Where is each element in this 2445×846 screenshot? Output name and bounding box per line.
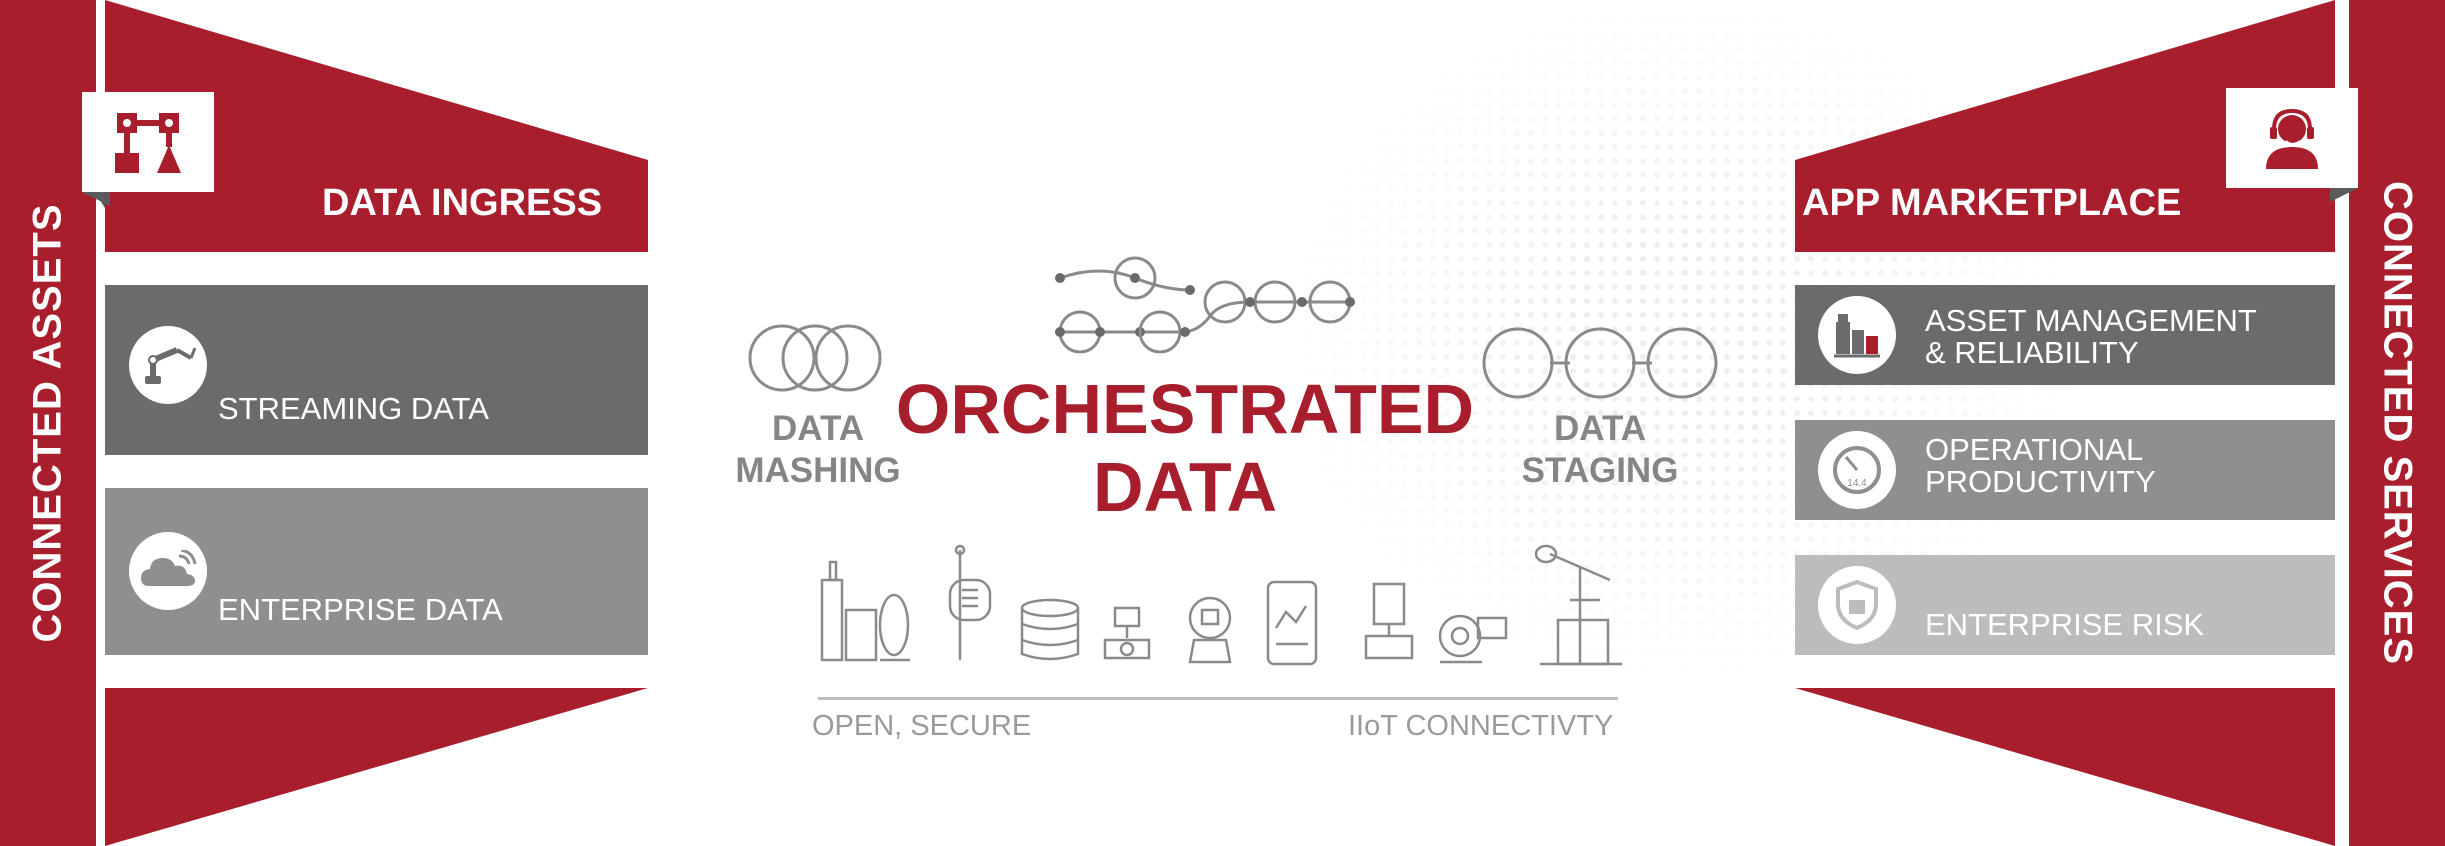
operational-productivity-label: OPERATIONAL PRODUCTIVITY <box>1925 434 2156 498</box>
meter-icon <box>948 544 992 660</box>
open-secure-label: OPEN, SECURE <box>812 710 1032 742</box>
right-card-fold <box>2330 188 2358 202</box>
title-line2: DATA <box>1092 448 1278 526</box>
operational-productivity-box: 14.4 OPERATIONAL PRODUCTIVITY <box>1795 420 2335 520</box>
gauge-value: 14.4 <box>1847 478 1867 489</box>
shield-icon <box>1818 566 1896 644</box>
streaming-data-label: STREAMING DATA <box>218 391 489 426</box>
database-icon <box>1020 598 1080 661</box>
support-agent-icon <box>2226 88 2358 188</box>
connected-assets-bar: CONNECTED ASSETS <box>0 0 96 846</box>
data-mashing-rings-icon <box>748 324 882 392</box>
robot-arm-icon <box>129 326 207 404</box>
data-mashing-line2: MASHING <box>735 451 901 490</box>
app-marketplace-title: APP MARKETPLACE <box>1802 182 2182 224</box>
asset-management-label: ASSET MANAGEMENT & RELIABILITY <box>1925 305 2257 369</box>
enterprise-risk-box: ENTERPRISE RISK <box>1795 555 2335 655</box>
data-ingress-band-top <box>105 0 648 252</box>
equipment-icon-row <box>820 544 1622 666</box>
data-ingress-band-bottom <box>105 688 648 846</box>
operational-productivity-line1: OPERATIONAL <box>1925 432 2144 467</box>
asset-management-box: ASSET MANAGEMENT & RELIABILITY <box>1795 285 2335 385</box>
left-card-fold <box>82 192 110 206</box>
enterprise-data-label: ENTERPRISE DATA <box>218 592 503 627</box>
data-chain-icon <box>1055 256 1355 354</box>
data-ingress-title: DATA INGRESS <box>322 182 603 224</box>
app-marketplace-band-bottom <box>1795 688 2335 846</box>
pumpjack-icon <box>1534 544 1622 666</box>
connection-nodes-icon <box>82 92 214 192</box>
connected-services-bar: CONNECTED SERVICES <box>2349 0 2445 846</box>
operational-productivity-line2: PRODUCTIVITY <box>1925 464 2156 499</box>
enterprise-risk-line2: ENTERPRISE RISK <box>1925 607 2205 642</box>
gauge-icon: 14.4 <box>1818 431 1896 509</box>
asset-management-line1: ASSET MANAGEMENT <box>1925 303 2257 338</box>
enterprise-data-box: ENTERPRISE DATA <box>105 488 648 655</box>
data-mashing-label: DATA MASHING <box>727 408 909 492</box>
streaming-data-box: STREAMING DATA <box>105 285 648 455</box>
actuator-valve-icon <box>1364 582 1414 660</box>
turbine-icon <box>1438 614 1508 664</box>
transmitter-icon <box>1188 596 1232 664</box>
data-staging-line2: STAGING <box>1521 451 1679 490</box>
app-marketplace-funnel <box>1795 0 2335 846</box>
machinery-icon <box>1818 296 1896 374</box>
factory-icon <box>820 560 910 662</box>
iiot-connectivity-label: IIoT CONNECTIVTY <box>1348 710 1614 742</box>
data-staging-label: DATA STAGING <box>1510 408 1690 492</box>
data-staging-rings-icon <box>1482 327 1718 399</box>
connected-services-label: CONNECTED SERVICES <box>2375 180 2420 666</box>
enterprise-risk-label: ENTERPRISE RISK <box>1925 577 2204 641</box>
footer-divider <box>818 697 1618 700</box>
app-marketplace-band-top <box>1795 0 2335 252</box>
data-mashing-line1: DATA <box>771 409 864 448</box>
tablet-icon <box>1266 580 1318 666</box>
asset-management-line2: & RELIABILITY <box>1925 335 2139 370</box>
data-staging-line1: DATA <box>1553 409 1646 448</box>
enterprise-risk-line1 <box>1925 577 2204 609</box>
valve-icon <box>1103 606 1151 660</box>
cloud-icon <box>129 532 207 610</box>
orchestrated-data-title: ORCHESTRATED DATA <box>860 370 1510 526</box>
title-line1: ORCHESTRATED <box>895 370 1475 448</box>
